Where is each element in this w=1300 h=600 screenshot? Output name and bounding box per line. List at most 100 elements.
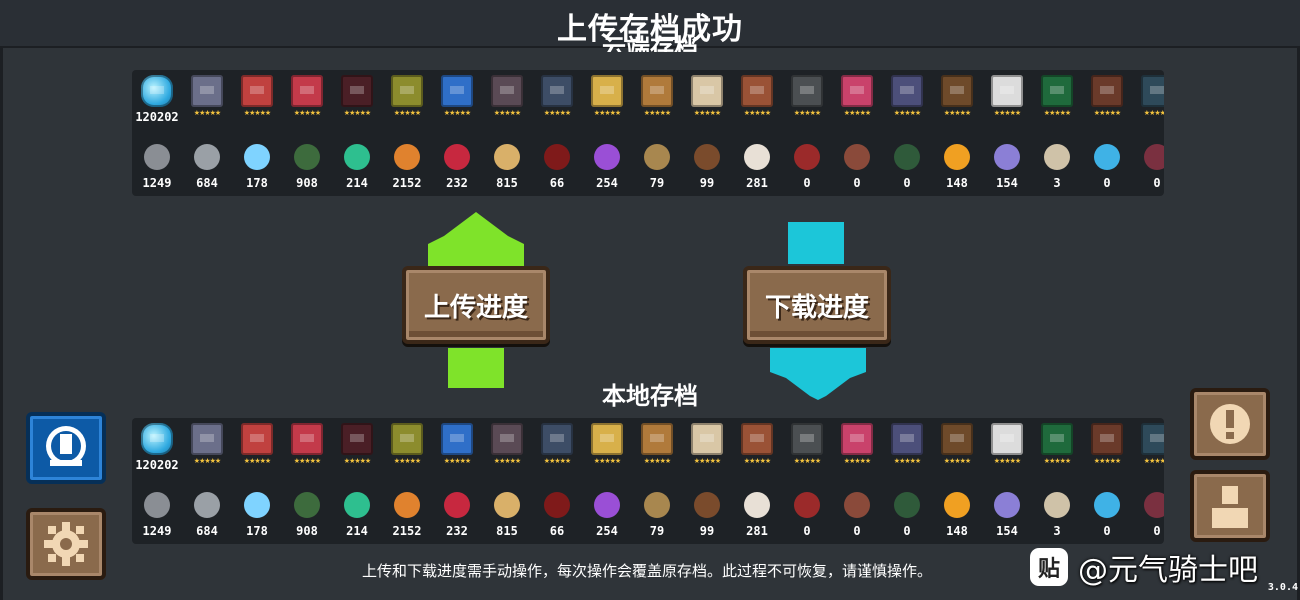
ore-icon bbox=[144, 492, 170, 518]
material-count: 0 bbox=[803, 176, 811, 190]
gem-count: 120202 bbox=[135, 458, 179, 472]
material-slot: 148 bbox=[932, 486, 982, 544]
download-progress-button[interactable]: 下载进度 bbox=[743, 266, 891, 344]
ice-crystal-icon bbox=[244, 144, 270, 170]
cloud-save-label: 云端存档 bbox=[602, 34, 698, 52]
wood-plank-icon bbox=[494, 492, 520, 518]
character-slot: ★★★★★ bbox=[682, 420, 732, 478]
warning-notice: 上传和下载进度需手动操作，每次操作会覆盖原存档。此过程不可恢复，请谨慎操作。 bbox=[361, 562, 932, 580]
dark-crystal-icon bbox=[994, 144, 1020, 170]
star-rating-icon: ★★★★★ bbox=[743, 457, 771, 465]
character-slot: ★★★★★ bbox=[332, 72, 382, 130]
character-slot: ★★★★★ bbox=[532, 420, 582, 478]
rogue-icon bbox=[241, 423, 273, 455]
material-count: 0 bbox=[903, 524, 911, 538]
material-slot: 99 bbox=[682, 486, 732, 544]
extra-icon bbox=[1144, 144, 1164, 170]
cloud-save-panel: 120202★★★★★★★★★★★★★★★★★★★★★★★★★★★★★★★★★★… bbox=[132, 70, 1164, 196]
material-slot: 0 bbox=[782, 486, 832, 544]
vampire-icon bbox=[491, 75, 523, 107]
upload-arrow-icon bbox=[428, 212, 524, 388]
gem-icon bbox=[141, 423, 173, 455]
book-brown-icon bbox=[1091, 423, 1123, 455]
horn-icon bbox=[644, 492, 670, 518]
material-count: 815 bbox=[496, 176, 518, 190]
material-slot: 281 bbox=[732, 486, 782, 544]
version-label: 3.0.4 bbox=[1267, 582, 1298, 593]
character-slot: ★★★★★ bbox=[1132, 72, 1164, 130]
book-green-icon bbox=[1041, 75, 1073, 107]
character-slot: ★★★★★ bbox=[232, 72, 282, 130]
engineer-icon bbox=[391, 75, 423, 107]
rogue-icon bbox=[241, 75, 273, 107]
star-rating-icon: ★★★★★ bbox=[993, 457, 1021, 465]
upload-progress-button[interactable]: 上传进度 bbox=[402, 266, 550, 344]
material-slot: 66 bbox=[532, 138, 582, 196]
green-crystal-icon bbox=[344, 144, 370, 170]
star-rating-icon: ★★★★★ bbox=[843, 109, 871, 117]
star-rating-icon: ★★★★★ bbox=[243, 109, 271, 117]
character-slot: ★★★★★ bbox=[1032, 420, 1082, 478]
star-rating-icon: ★★★★★ bbox=[243, 457, 271, 465]
cloud-service-logo-icon bbox=[46, 426, 86, 466]
info-button[interactable] bbox=[1190, 388, 1270, 460]
material-slot: 1249 bbox=[132, 138, 182, 196]
material-slot: 214 bbox=[332, 486, 382, 544]
material-slot: 281 bbox=[732, 138, 782, 196]
character-slot: ★★★★★ bbox=[532, 72, 582, 130]
horn-icon bbox=[644, 144, 670, 170]
star-rating-icon: ★★★★★ bbox=[943, 457, 971, 465]
book-brown-icon bbox=[1091, 75, 1123, 107]
star-rating-icon: ★★★★★ bbox=[793, 109, 821, 117]
material-slot: 254 bbox=[582, 138, 632, 196]
material-count: 79 bbox=[649, 176, 665, 190]
material-slot: 3 bbox=[1032, 138, 1082, 196]
character-slot: ★★★★★ bbox=[282, 420, 332, 478]
character-slot: ★★★★★ bbox=[232, 420, 282, 478]
character-slot: ★★★★★ bbox=[982, 72, 1032, 130]
settings-button[interactable] bbox=[26, 508, 106, 580]
star-rating-icon: ★★★★★ bbox=[193, 457, 221, 465]
totem-icon bbox=[844, 492, 870, 518]
character-slot: ★★★★★ bbox=[182, 72, 232, 130]
star-rating-icon: ★★★★★ bbox=[493, 109, 521, 117]
character-slot: ★★★★★ bbox=[932, 72, 982, 130]
star-rating-icon: ★★★★★ bbox=[193, 109, 221, 117]
scroll-icon bbox=[1044, 492, 1070, 518]
wizard-icon bbox=[291, 423, 323, 455]
character-slot: ★★★★★ bbox=[632, 420, 682, 478]
star-rating-icon: ★★★★★ bbox=[543, 109, 571, 117]
material-count: 148 bbox=[946, 524, 968, 538]
star-rating-icon: ★★★★★ bbox=[443, 457, 471, 465]
taoist-icon bbox=[941, 75, 973, 107]
star-rating-icon: ★★★★★ bbox=[1143, 457, 1164, 465]
star-rating-icon: ★★★★★ bbox=[493, 457, 521, 465]
material-slot: 908 bbox=[282, 486, 332, 544]
demon-icon bbox=[891, 75, 923, 107]
purple-crystal-icon bbox=[594, 144, 620, 170]
material-slot: 684 bbox=[182, 486, 232, 544]
officer-icon bbox=[991, 75, 1023, 107]
material-count: 3 bbox=[1053, 524, 1061, 538]
ice-crystal-icon bbox=[244, 492, 270, 518]
material-count: 232 bbox=[446, 176, 468, 190]
book-green-icon bbox=[1041, 423, 1073, 455]
star-rating-icon: ★★★★★ bbox=[843, 457, 871, 465]
fire-crystal-icon bbox=[944, 492, 970, 518]
material-count: 254 bbox=[596, 176, 618, 190]
material-slot: 0 bbox=[1082, 138, 1132, 196]
gear-icon bbox=[194, 144, 220, 170]
fire-crystal-icon bbox=[944, 144, 970, 170]
character-slot: ★★★★★ bbox=[1032, 72, 1082, 130]
local-save-panel: 120202★★★★★★★★★★★★★★★★★★★★★★★★★★★★★★★★★★… bbox=[132, 418, 1164, 544]
account-button[interactable] bbox=[1190, 470, 1270, 542]
star-rating-icon: ★★★★★ bbox=[593, 457, 621, 465]
material-count: 3 bbox=[1053, 176, 1061, 190]
extra-icon bbox=[1144, 492, 1164, 518]
cloud-service-logo-button[interactable] bbox=[26, 412, 106, 484]
material-count: 281 bbox=[746, 524, 768, 538]
material-count: 684 bbox=[196, 176, 218, 190]
t-device-icon bbox=[894, 144, 920, 170]
person-icon bbox=[1212, 486, 1248, 528]
